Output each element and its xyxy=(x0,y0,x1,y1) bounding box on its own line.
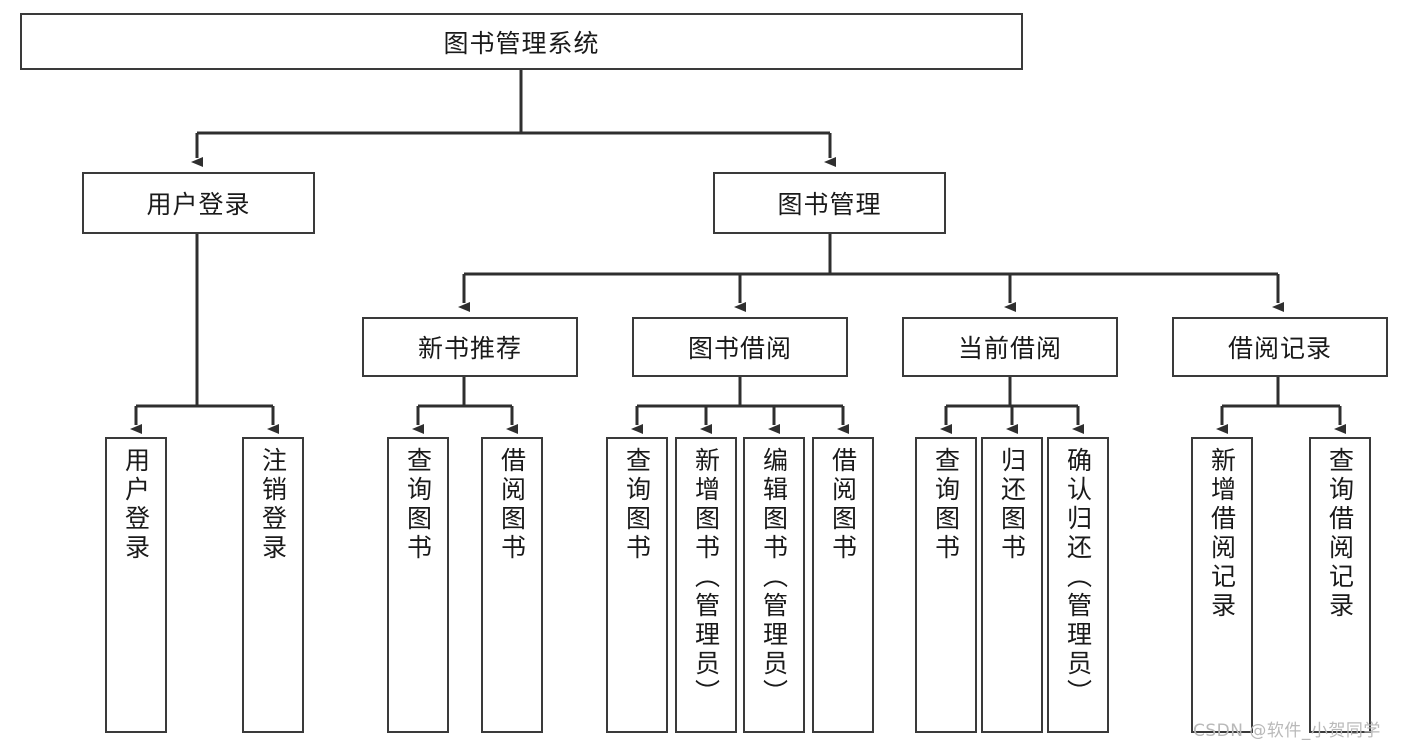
node-label: 图书管理 xyxy=(777,190,882,219)
node-label: 借阅记录 xyxy=(1227,334,1332,363)
node-label: 编辑图书（管理员） xyxy=(759,447,789,708)
node-new-book-rec[interactable]: 新书推荐 xyxy=(362,317,578,377)
node-label: 用户登录 xyxy=(146,190,251,219)
leaf-borrow-book-2[interactable]: 借阅图书 xyxy=(812,437,874,733)
node-borrow-record[interactable]: 借阅记录 xyxy=(1172,317,1388,377)
leaf-logout-login[interactable]: 注销登录 xyxy=(242,437,304,733)
node-label: 图书管理系统 xyxy=(443,28,600,58)
leaf-query-book-1[interactable]: 查询图书 xyxy=(387,437,449,733)
node-book-manage[interactable]: 图书管理 xyxy=(713,172,946,234)
node-label: 新增图书（管理员） xyxy=(691,447,721,708)
node-label: 查询图书 xyxy=(931,447,961,563)
leaf-user-login[interactable]: 用户登录 xyxy=(105,437,167,733)
node-label: 查询图书 xyxy=(622,447,652,563)
leaf-add-record[interactable]: 新增借阅记录 xyxy=(1191,437,1253,733)
leaf-confirm-return[interactable]: 确认归还（管理员） xyxy=(1047,437,1109,733)
leaf-query-book-2[interactable]: 查询图书 xyxy=(606,437,668,733)
node-label: 用户登录 xyxy=(121,447,151,563)
leaf-edit-book[interactable]: 编辑图书（管理员） xyxy=(743,437,805,733)
node-label: 确认归还（管理员） xyxy=(1063,447,1093,708)
leaf-borrow-book-1[interactable]: 借阅图书 xyxy=(481,437,543,733)
node-label: 图书借阅 xyxy=(687,334,792,363)
node-label: 新增借阅记录 xyxy=(1207,447,1237,621)
leaf-add-book[interactable]: 新增图书（管理员） xyxy=(675,437,737,733)
node-label: 新书推荐 xyxy=(417,334,522,363)
node-label: 借阅图书 xyxy=(497,447,527,563)
leaf-query-book-3[interactable]: 查询图书 xyxy=(915,437,977,733)
leaf-return-book[interactable]: 归还图书 xyxy=(981,437,1043,733)
node-current-borrow[interactable]: 当前借阅 xyxy=(902,317,1118,377)
node-label: 归还图书 xyxy=(997,447,1027,563)
node-user-login[interactable]: 用户登录 xyxy=(82,172,315,234)
leaf-query-record[interactable]: 查询借阅记录 xyxy=(1309,437,1371,733)
node-label: 查询借阅记录 xyxy=(1325,447,1355,621)
node-label: 注销登录 xyxy=(258,447,288,563)
node-root-system[interactable]: 图书管理系统 xyxy=(20,13,1023,70)
node-book-borrow[interactable]: 图书借阅 xyxy=(632,317,848,377)
node-label: 查询图书 xyxy=(403,447,433,563)
node-label: 借阅图书 xyxy=(828,447,858,563)
node-label: 当前借阅 xyxy=(957,334,1062,363)
csdn-watermark: CSDN @软件_小贺同学 xyxy=(1193,721,1381,741)
